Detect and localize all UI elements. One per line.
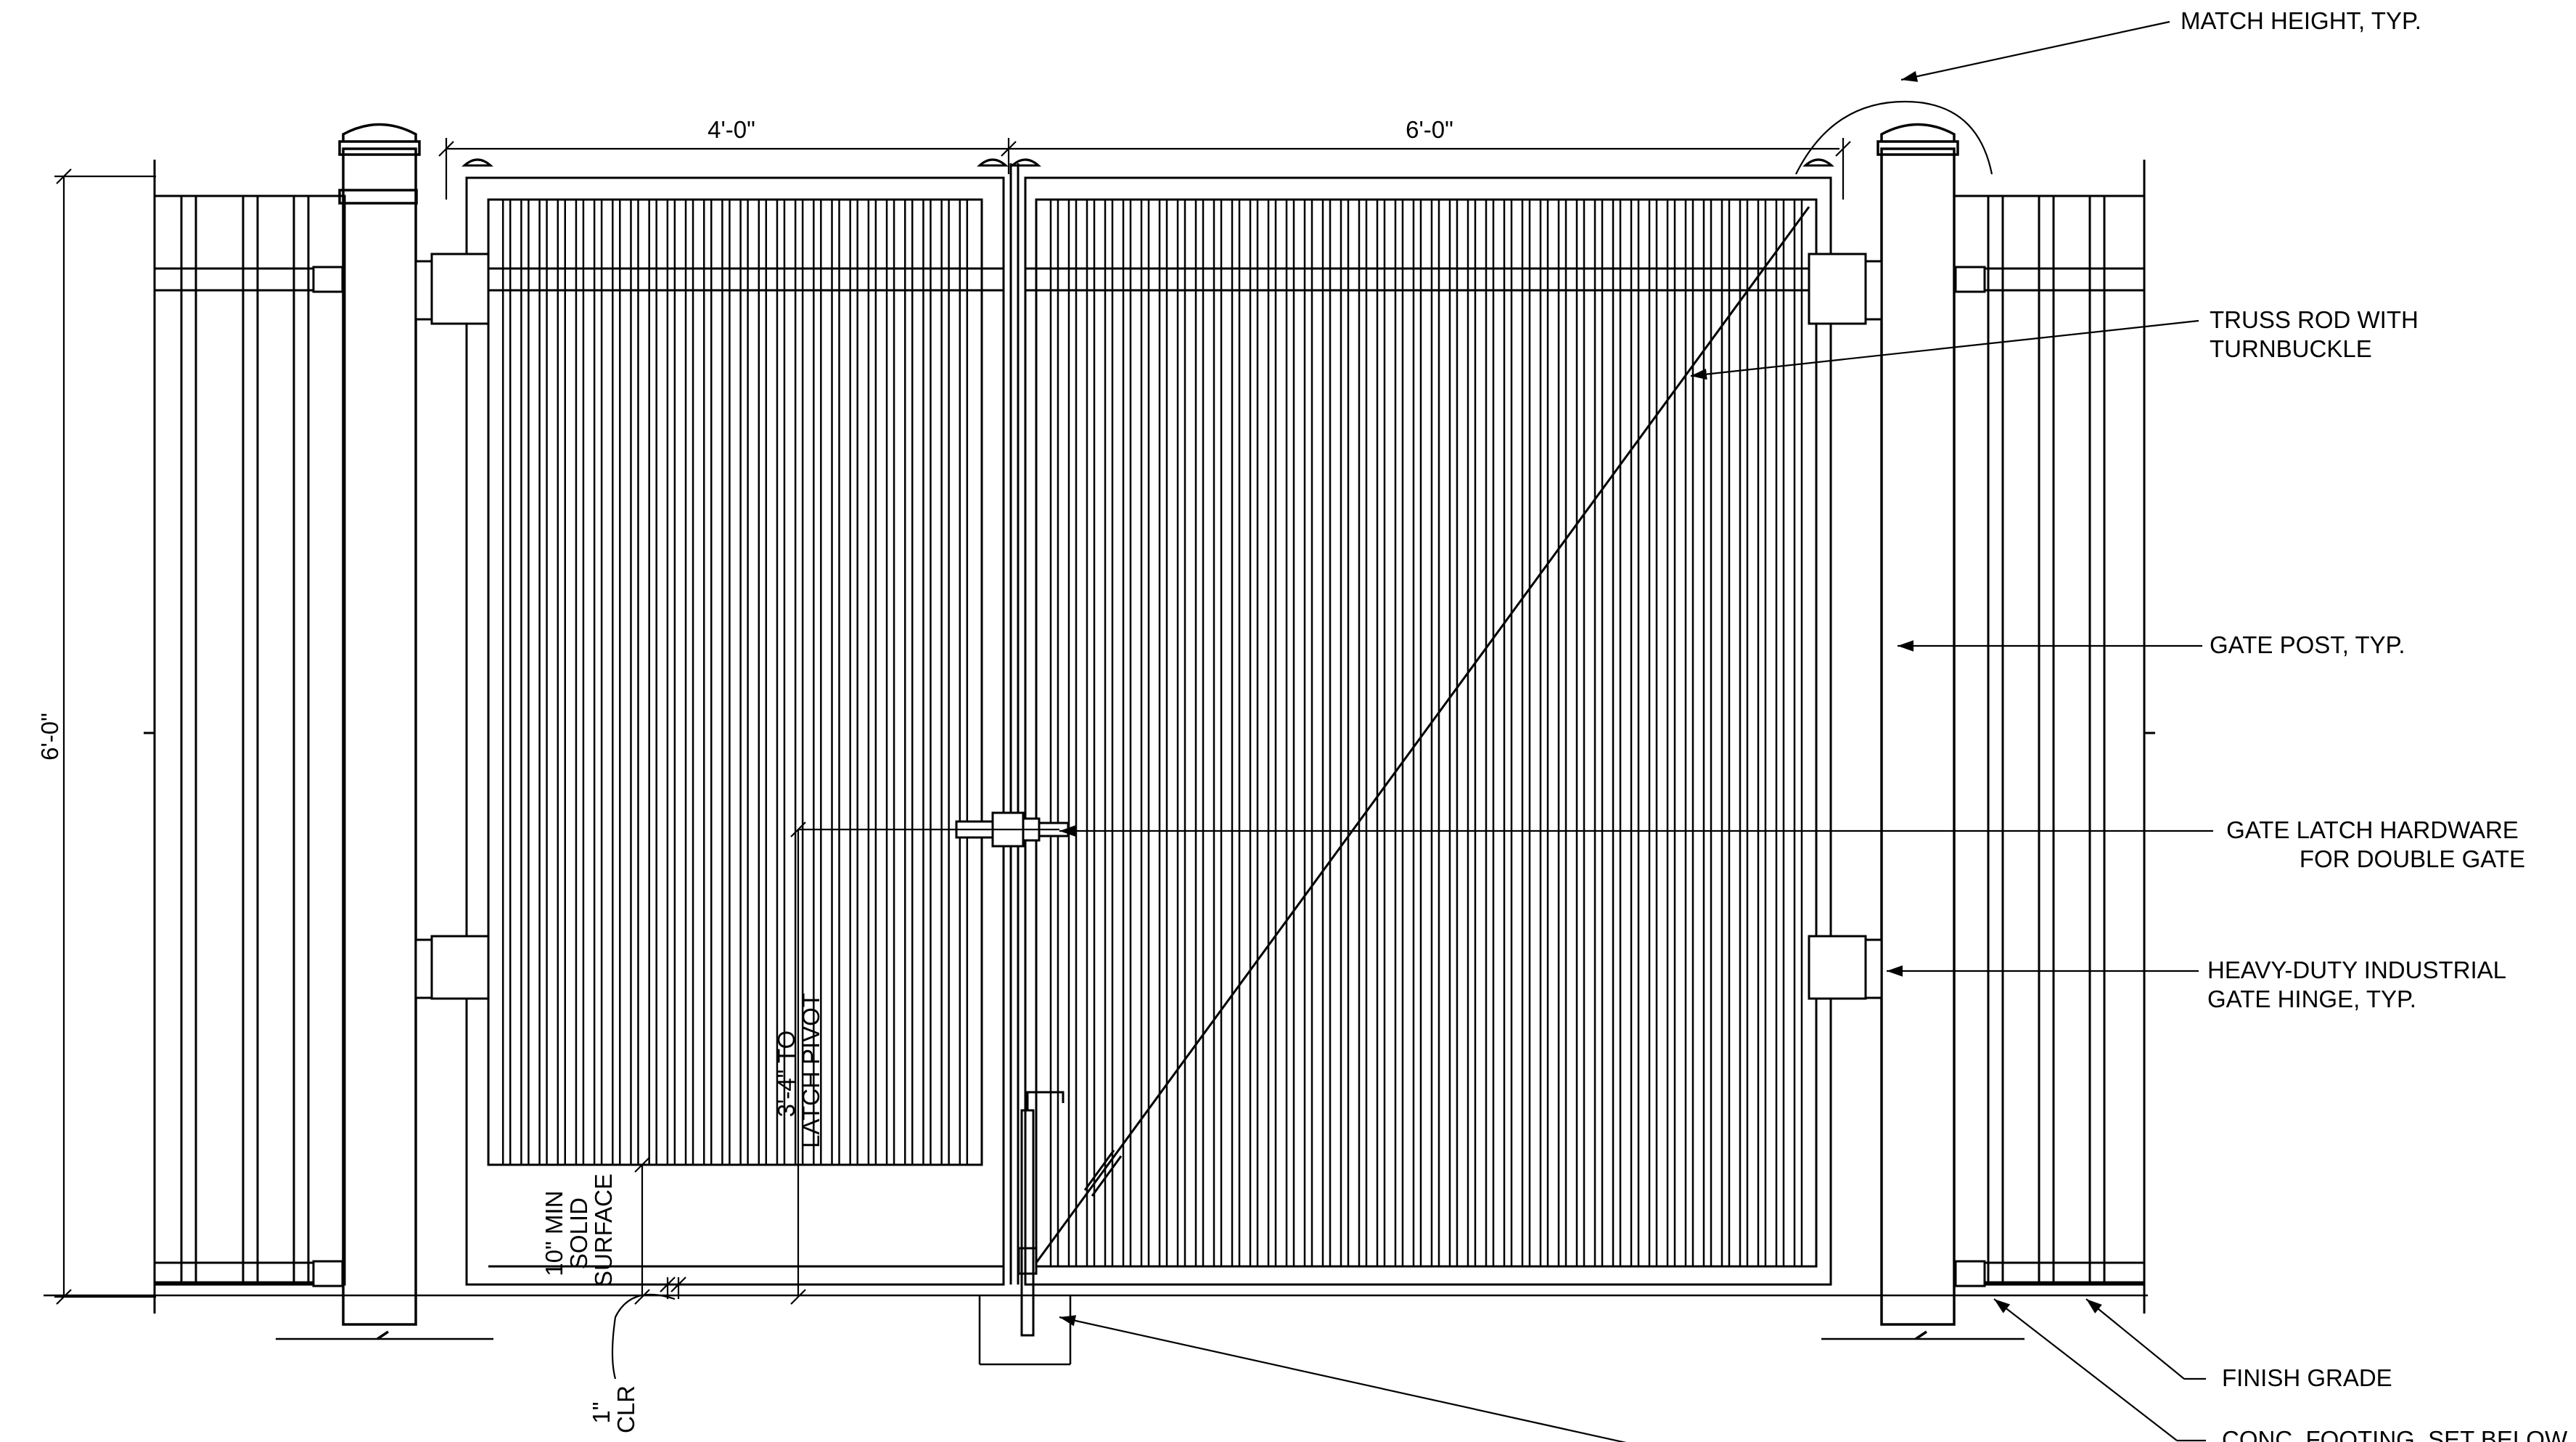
callout-latch-hardware-line2: FOR DOUBLE GATE xyxy=(2300,845,2525,872)
dim-latch-pivot-line1: 3'-4" TO xyxy=(773,1031,800,1118)
truss-rod xyxy=(1035,206,1810,1263)
callout-latch-hardware-line1: GATE LATCH HARDWARE xyxy=(2226,816,2519,843)
dim-clearance-line2: CLR xyxy=(612,1385,639,1433)
callout-truss-rod-line1: TRUSS ROD WITH xyxy=(2210,306,2419,333)
right-fence-panel xyxy=(1953,160,2155,1314)
left-gate-post xyxy=(338,123,421,1340)
finish-grade-line xyxy=(44,1294,2148,1366)
right-gate-post xyxy=(1876,123,1959,1340)
dim-solid-surface-line1: 10" MIN xyxy=(541,1191,567,1277)
callout-footing-line1: CONC. FOOTING, SET BELOW xyxy=(2222,1426,2568,1442)
callout-truss-rod: TRUSS ROD WITH TURNBUCKLE xyxy=(2210,306,2425,362)
gate-hinges xyxy=(414,253,1883,1000)
dim-latch-pivot: 3'-4" TO LATCH PIVOT xyxy=(773,993,824,1148)
dim-solid-surface: 10" MIN SOLID SURFACE xyxy=(541,1173,617,1287)
dim-clearance: 1" CLR xyxy=(588,1385,639,1433)
callout-gate-post: GATE POST, TYP. xyxy=(2210,631,2405,658)
callout-gate-post-line1: GATE POST, TYP. xyxy=(2210,631,2405,658)
callout-hinge-line1: HEAVY-DUTY INDUSTRIAL xyxy=(2207,956,2506,983)
left-gate-leaf xyxy=(462,158,1012,1286)
callout-finish-grade: FINISH GRADE xyxy=(2222,1364,2392,1391)
dim-clearance-line1: 1" xyxy=(588,1402,615,1424)
left-gate-pickets xyxy=(501,200,969,1165)
dim-solid-surface-line3: SURFACE xyxy=(590,1173,617,1287)
dim-overall-height: 6'-0" xyxy=(36,713,63,761)
callout-hinge: HEAVY-DUTY INDUSTRIAL GATE HINGE, TYP. xyxy=(2207,956,2512,1012)
callout-match-height: MATCH HEIGHT, TYP. xyxy=(2181,7,2421,34)
dim-latch-pivot-line2: LATCH PIVOT xyxy=(797,993,824,1148)
callout-footing: CONC. FOOTING, SET BELOW xyxy=(2222,1426,2568,1442)
right-gate-pickets xyxy=(1049,200,1803,1266)
right-gate-leaf xyxy=(1009,158,1834,1286)
callout-hinge-line2: GATE HINGE, TYP. xyxy=(2207,986,2416,1012)
rail-brackets xyxy=(312,266,1986,1287)
left-fence-panel xyxy=(144,160,346,1314)
dim-solid-surface-line2: SOLID xyxy=(565,1197,592,1269)
dimension-lines xyxy=(54,100,1993,1380)
callout-match-height-line1: MATCH HEIGHT, TYP. xyxy=(2181,7,2421,34)
callout-finish-grade-line1: FINISH GRADE xyxy=(2222,1364,2392,1391)
dim-top-left-width: 4'-0" xyxy=(707,116,755,143)
callout-latch-hardware: GATE LATCH HARDWARE FOR DOUBLE GATE xyxy=(2226,816,2525,872)
leader-lines xyxy=(1059,20,2213,1442)
drop-rod xyxy=(1017,1091,1065,1337)
dim-top-right-width: 6'-0" xyxy=(1406,116,1453,143)
callout-truss-rod-line2: TURNBUCKLE xyxy=(2210,335,2372,362)
